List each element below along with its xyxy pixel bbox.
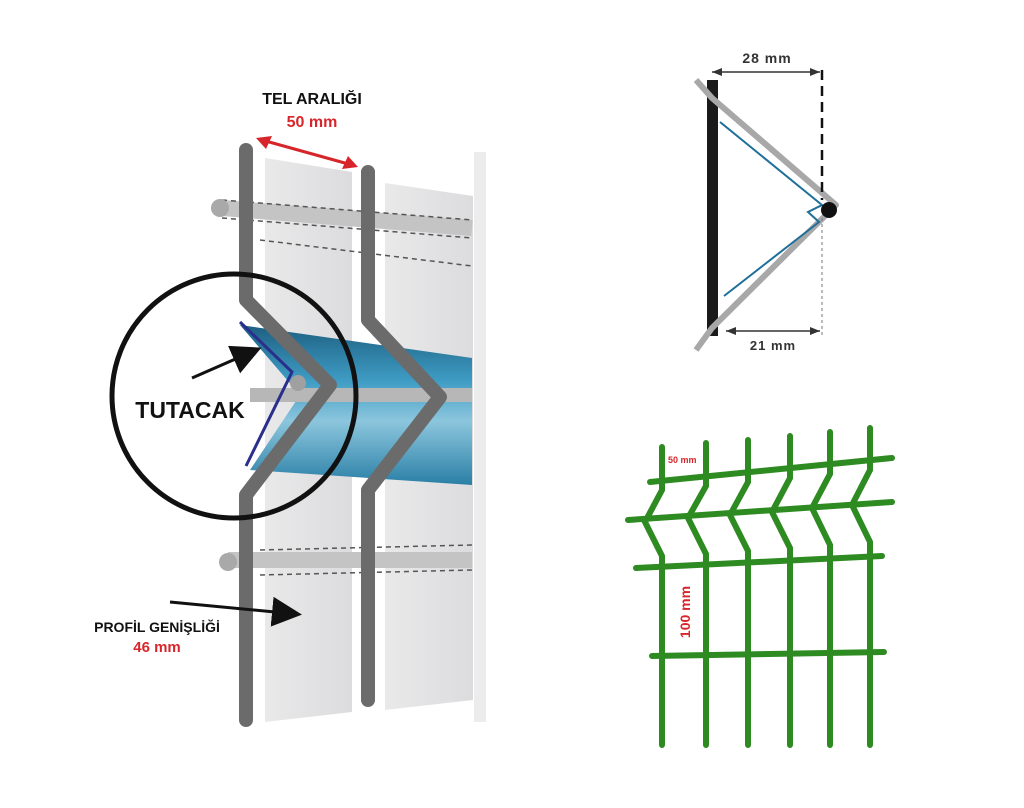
- profile-width-value: 46 mm: [133, 639, 181, 656]
- mesh-vertical-wire: [641, 444, 665, 748]
- mesh-horizontal-wire: [633, 553, 885, 571]
- plank-edge: [474, 152, 486, 722]
- profile-pointer-arrow: [169, 596, 302, 627]
- mesh-spacing-100-label: 100 mm: [677, 586, 693, 638]
- green-mesh-panel: [625, 425, 895, 748]
- mesh-vertical-wire: [768, 433, 793, 748]
- mesh-horizontal-wire: [625, 499, 895, 523]
- wire-spacing-value: 50 mm: [287, 114, 338, 131]
- mesh-vertical-wire: [726, 437, 751, 748]
- post-profile: [707, 80, 718, 336]
- mesh-horizontal-wire: [649, 649, 887, 659]
- wire-dot: [821, 202, 837, 218]
- wire-spacing-title: TEL ARALIĞI: [262, 89, 362, 108]
- vertical-wire-right: [361, 165, 447, 707]
- wire-spacing-arrow: [256, 136, 358, 169]
- holder-highlight-circle: [109, 271, 359, 521]
- mesh-vertical-wire: [848, 425, 873, 748]
- vertical-wire-left: [239, 143, 337, 727]
- horizontal-wire-top: [211, 199, 473, 267]
- bent-wire-outline: [693, 78, 839, 352]
- dimension-28-label: 28 mm: [742, 50, 791, 66]
- holder-clip-edge: [238, 320, 294, 467]
- mesh-spacing-50-label: 50 mm: [668, 455, 697, 465]
- main-fence-illustration: TEL ARALIĞI 50 mm TUTACAK PROFİL GENİŞLİ…: [94, 89, 486, 727]
- dimension-21-label: 21 mm: [750, 338, 796, 353]
- holder-pointer-arrow: [191, 345, 262, 380]
- profile-width-title: PROFİL GENİŞLİĞİ: [94, 618, 220, 635]
- mesh-horizontal-wire: [647, 455, 895, 485]
- holder-clip-line: [719, 121, 824, 297]
- holder-label: TUTACAK: [135, 397, 245, 423]
- mesh-vertical-wire: [808, 429, 833, 748]
- cross-section-diagram: 28 mm 21 mm: [693, 50, 839, 353]
- horizontal-wire-bottom: [219, 544, 473, 576]
